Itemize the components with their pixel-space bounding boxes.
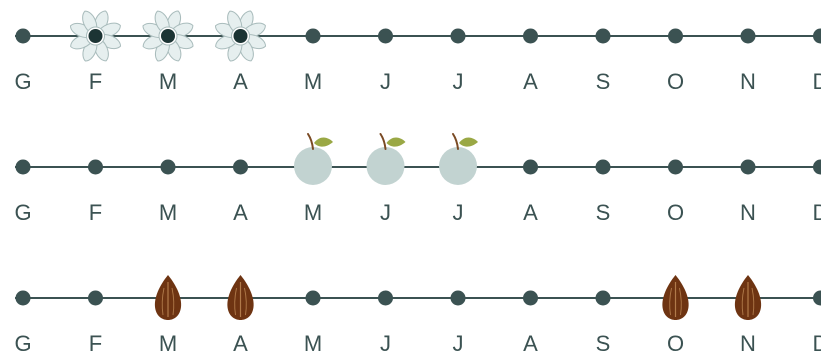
month-label: F xyxy=(89,331,102,354)
month-dot xyxy=(740,28,756,44)
month-label: A xyxy=(233,69,248,94)
month-label: J xyxy=(453,200,464,225)
month-label: D xyxy=(813,331,821,354)
month-label: F xyxy=(89,69,102,94)
month-label: G xyxy=(14,200,31,225)
month-dot xyxy=(305,290,321,306)
month-label: M xyxy=(304,200,322,225)
month-dot xyxy=(15,28,31,44)
month-label: A xyxy=(523,69,538,94)
month-label: A xyxy=(233,331,248,354)
month-dot xyxy=(378,28,393,44)
month-label: S xyxy=(596,69,611,94)
month-label: J xyxy=(453,69,464,94)
month-dot xyxy=(813,28,821,44)
month-dot xyxy=(233,159,248,175)
month-dot xyxy=(450,28,466,44)
month-dot xyxy=(668,159,683,175)
month-dot xyxy=(378,290,393,306)
month-dot xyxy=(813,159,821,175)
month-label: A xyxy=(523,331,538,354)
month-label: M xyxy=(159,200,177,225)
month-label: J xyxy=(380,69,391,94)
fruit-icon xyxy=(439,133,478,185)
month-dot xyxy=(668,28,683,44)
month-label: N xyxy=(740,331,756,354)
month-dot xyxy=(88,290,103,306)
fruit-icon xyxy=(366,133,406,185)
seed-icon xyxy=(227,275,254,320)
month-dot xyxy=(450,290,466,306)
month-label: M xyxy=(159,69,177,94)
seed-icon xyxy=(154,275,182,320)
month-label: J xyxy=(453,331,464,354)
month-label: S xyxy=(596,200,611,225)
month-label: O xyxy=(667,331,684,354)
seed-icon xyxy=(734,275,762,320)
seed-icon xyxy=(662,275,689,320)
month-label: M xyxy=(304,69,322,94)
month-label: D xyxy=(813,200,821,225)
month-label: G xyxy=(14,69,31,94)
month-label: J xyxy=(380,331,391,354)
month-label: M xyxy=(159,331,177,354)
month-label: A xyxy=(233,200,248,225)
month-dot xyxy=(523,28,538,44)
month-dot xyxy=(15,159,31,175)
month-dot xyxy=(523,290,538,306)
month-dot xyxy=(740,159,756,175)
month-label: G xyxy=(14,331,31,354)
flower-icon xyxy=(142,10,194,62)
month-label: S xyxy=(596,331,611,354)
month-dot xyxy=(88,159,103,175)
month-label: J xyxy=(380,200,391,225)
fruit-icon xyxy=(294,133,333,185)
month-label: A xyxy=(523,200,538,225)
flower-icon xyxy=(69,10,122,62)
month-label: O xyxy=(667,69,684,94)
month-dot xyxy=(813,290,821,306)
month-label: O xyxy=(667,200,684,225)
month-label: M xyxy=(304,331,322,354)
flower-icon xyxy=(214,10,267,62)
month-label: N xyxy=(740,69,756,94)
month-label: N xyxy=(740,200,756,225)
month-label: F xyxy=(89,200,102,225)
month-dot xyxy=(305,28,321,44)
month-dot xyxy=(595,159,611,175)
month-dot xyxy=(160,159,176,175)
month-dot xyxy=(523,159,538,175)
month-dot xyxy=(595,28,611,44)
month-dot xyxy=(595,290,611,306)
month-dot xyxy=(15,290,31,306)
month-label: D xyxy=(813,69,821,94)
